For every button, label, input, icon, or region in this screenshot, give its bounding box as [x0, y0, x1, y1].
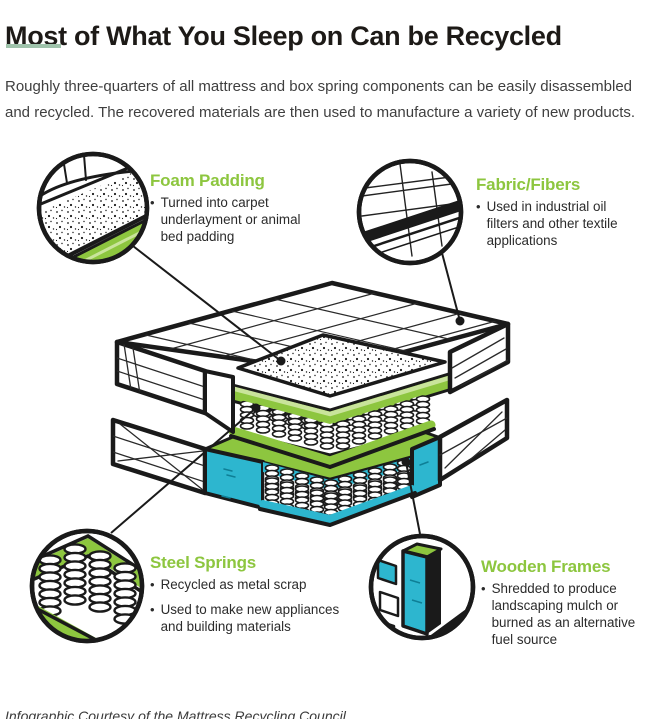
page-title: Most of What You Sleep on Can be Recycle…	[5, 21, 562, 52]
callout-springs-title: Steel Springs	[150, 553, 257, 572]
foam-circle-icon	[36, 151, 150, 265]
callout-foam-title: Foam Padding	[150, 171, 265, 190]
callout-fabric-bullet: • Used in industrial oil filters and oth…	[476, 199, 618, 248]
box-spring-teal-post	[410, 435, 442, 499]
callout-dots	[251, 316, 465, 467]
callout-fabric-title: Fabric/Fibers	[476, 175, 581, 194]
callout-foam-bullet: • Turned into carpet underlayment or ani…	[150, 195, 301, 244]
bullet-icon: •	[150, 601, 155, 617]
bullet-icon: •	[150, 195, 155, 210]
wooden-frames-circle-icon	[368, 533, 476, 641]
mattress-green-rail	[228, 420, 436, 466]
box-spring-illustration	[110, 397, 510, 527]
frames-leader-line	[405, 461, 421, 535]
callout-springs-bullet-1: • Recycled as metal scrap	[150, 577, 307, 592]
callout-steel-springs: Steel Springs • Recycled as metal scrap …	[150, 553, 345, 644]
callout-foam-padding: Foam Padding • Turned into carpet underl…	[150, 171, 322, 254]
bullet-icon: •	[476, 199, 481, 214]
mattress-corner-post	[203, 369, 235, 434]
foam-dot	[276, 356, 286, 366]
callout-springs-bullet-2: • Used to make new appliances and buildi…	[150, 601, 340, 634]
fabric-circle-icon	[356, 158, 464, 266]
leader-lines	[110, 245, 461, 535]
foam-leader-line	[132, 245, 282, 362]
fabric-dot	[455, 316, 465, 326]
callout-frames-bullet: • Shredded to produce landscaping mulch …	[481, 581, 636, 647]
springs-dot	[251, 403, 261, 413]
box-spring-teal-rail	[259, 485, 416, 523]
bullet-icon: •	[481, 581, 486, 596]
callout-frames-title: Wooden Frames	[481, 557, 611, 576]
intro-paragraph: Roughly three-quarters of all mattress a…	[5, 78, 636, 122]
fabric-leader-line	[441, 252, 461, 322]
callout-wooden-frames: Wooden Frames • Shredded to produce land…	[481, 557, 653, 657]
frames-dot	[401, 457, 411, 467]
mattress-right-face	[447, 321, 511, 395]
callout-fabric-fibers: Fabric/Fibers • Used in industrial oil f…	[476, 175, 634, 258]
title-underline	[6, 44, 61, 48]
mattress-foam-layer	[236, 333, 447, 398]
steel-springs-circle-icon	[29, 528, 145, 644]
bullet-icon: •	[150, 577, 155, 592]
source-caption: Infographic Courtesy of the Mattress Rec…	[5, 708, 346, 719]
springs-leader-line	[110, 407, 257, 534]
